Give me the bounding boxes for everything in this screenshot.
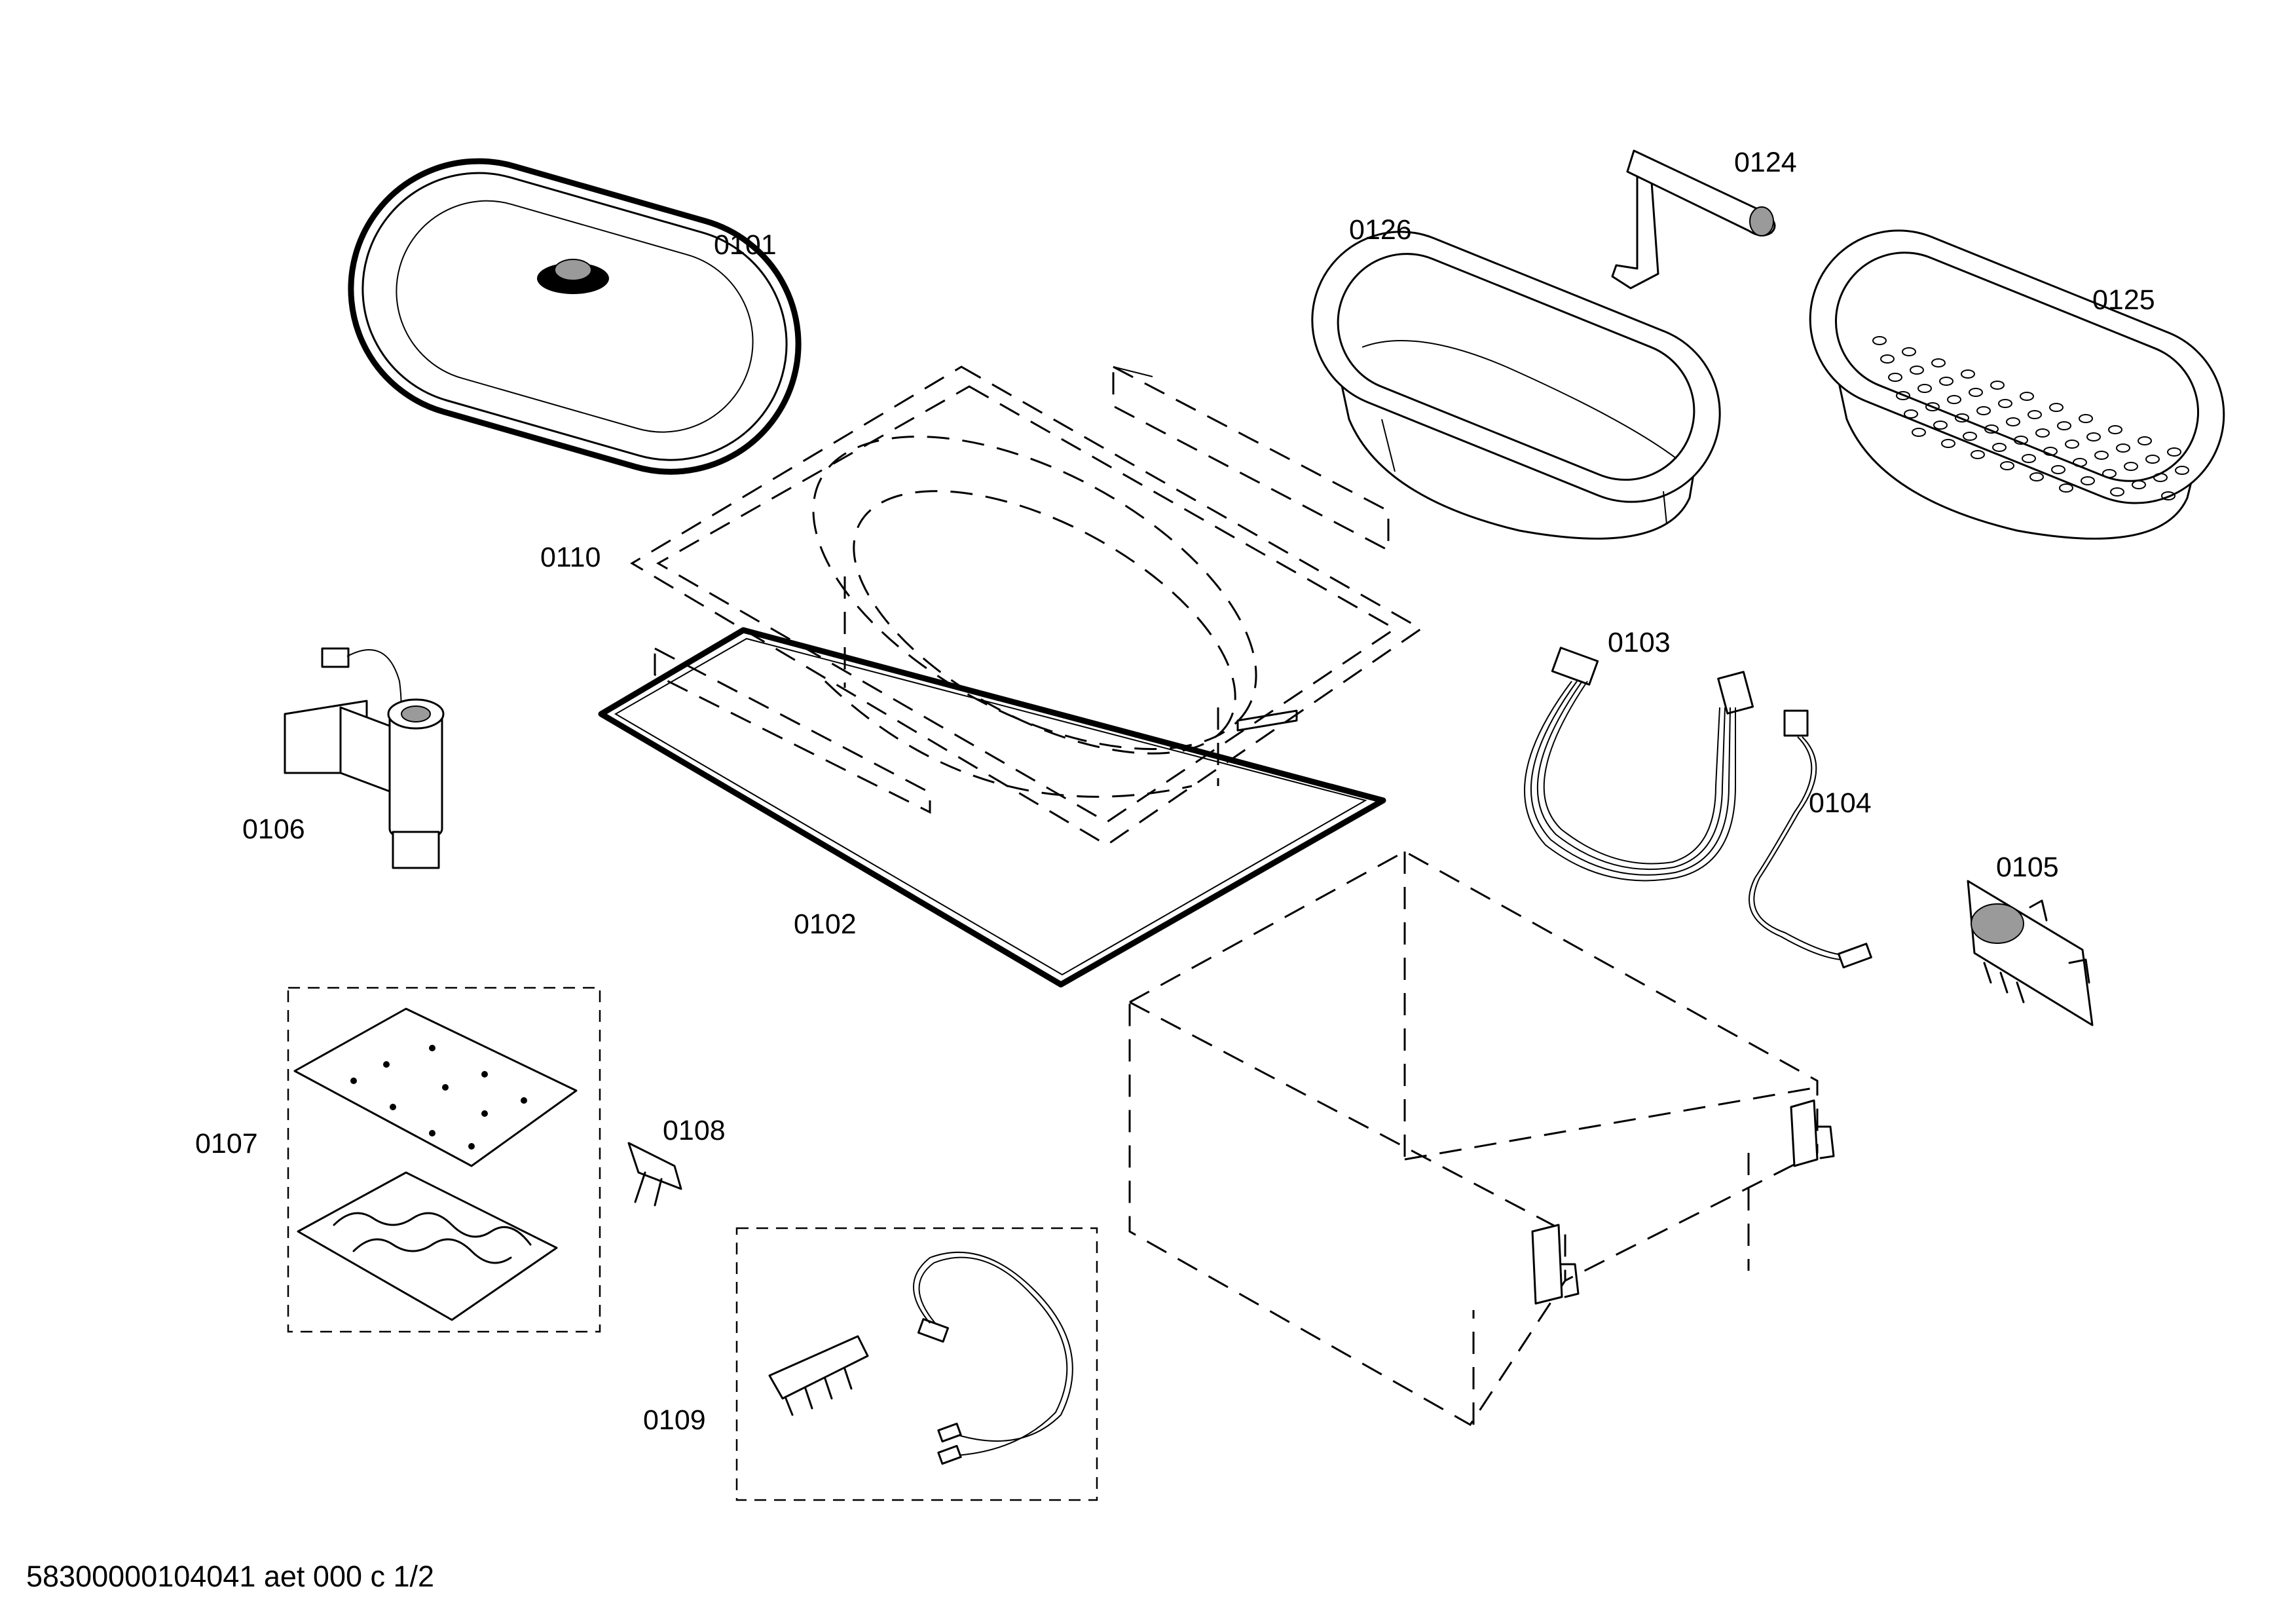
plate-hole	[390, 1104, 396, 1110]
perforation-hole	[1917, 384, 1932, 393]
perforation-hole	[2029, 472, 2044, 481]
plate-hole	[521, 1097, 527, 1104]
perforation-hole	[1896, 391, 1910, 400]
diagram-code: 58300000104041 aet 000 c 1/2	[26, 1560, 434, 1593]
perforation-hole	[1984, 424, 1999, 434]
perforation-hole	[1992, 443, 2007, 452]
perforation-hole	[2102, 469, 2117, 478]
perforation-hole	[2035, 428, 2050, 438]
plate-hole	[481, 1110, 488, 1117]
perforation-hole	[1976, 406, 1991, 415]
perforation-hole	[2065, 440, 2079, 449]
basin-tray-0110[interactable]	[630, 365, 1423, 846]
perforation-hole	[2161, 491, 2176, 500]
perforation-hole	[1969, 388, 1983, 397]
plate-hole	[429, 1045, 435, 1051]
label-0124: 0124	[1734, 147, 1797, 178]
perforation-hole	[1904, 409, 1918, 419]
label-0104: 0104	[1809, 787, 1872, 819]
perforation-hole	[1947, 395, 1961, 404]
perforation-hole	[2059, 483, 2073, 493]
perforation-hole	[1888, 373, 1902, 382]
label-0102: 0102	[794, 909, 857, 940]
perforation-hole	[2000, 461, 2014, 470]
perforation-hole	[2145, 455, 2160, 464]
perforation-hole	[1933, 421, 1948, 430]
label-0107: 0107	[195, 1128, 258, 1159]
lid-0101[interactable]	[321, 131, 829, 502]
label-0110: 0110	[540, 542, 601, 573]
label-0105: 0105	[1996, 852, 2059, 883]
perforation-hole	[1955, 413, 1969, 422]
perforation-hole	[2167, 447, 2181, 457]
perforation-hole	[1990, 381, 2005, 390]
perforation-hole	[1902, 347, 1916, 356]
perforation-hole	[2049, 403, 2064, 412]
perforation-hole	[1941, 439, 1955, 448]
plate-hole	[468, 1143, 475, 1150]
handle-0124[interactable]	[1611, 149, 1776, 290]
perforation-hole	[2108, 425, 2122, 434]
perforation-hole	[1998, 399, 2012, 408]
perforation-hole	[2079, 414, 2093, 423]
perforation-hole	[2094, 451, 2109, 460]
perforation-hole	[2043, 447, 2058, 456]
label-0103: 0103	[1608, 627, 1671, 658]
sensor-set-0109[interactable]	[735, 1227, 1098, 1501]
sensor-cable-0104[interactable]	[1749, 709, 1872, 969]
label-0125: 0125	[2092, 284, 2155, 316]
thermostat-clip-0108[interactable]	[627, 1142, 682, 1207]
cooking-pan-0126[interactable]	[1286, 205, 1747, 540]
perforation-hole	[2006, 417, 2020, 426]
perforation-hole	[1912, 428, 1926, 437]
perforation-hole	[1880, 354, 1895, 364]
perforation-hole	[2124, 462, 2138, 471]
perforation-hole	[1961, 369, 1975, 379]
plate-hole	[481, 1071, 488, 1078]
plate-holes	[350, 1045, 527, 1150]
label-0126: 0126	[1349, 214, 1412, 246]
perforation-holes	[1872, 336, 2189, 500]
label-0108: 0108	[663, 1115, 726, 1146]
housing-frame	[1128, 850, 1835, 1426]
label-0101: 0101	[714, 229, 777, 261]
perforation-hole	[1971, 450, 1985, 459]
label-0109: 0109	[643, 1404, 706, 1436]
circuit-board-0105[interactable]	[1967, 880, 2094, 1026]
perforation-hole	[2051, 465, 2065, 474]
perforation-hole	[2057, 421, 2071, 430]
wire-harness-0103[interactable]	[1524, 647, 1754, 882]
perforation-hole	[2028, 410, 2042, 419]
perforation-hole	[2022, 454, 2036, 463]
perforation-hole	[2153, 473, 2168, 482]
label-0106: 0106	[242, 814, 305, 845]
plate-hole	[429, 1130, 435, 1136]
perforation-hole	[1925, 402, 1940, 411]
perforation-hole	[1872, 336, 1887, 345]
perforation-hole	[2073, 458, 2087, 467]
perforation-hole	[2132, 480, 2146, 489]
perforated-insert-0125[interactable]	[1783, 204, 2250, 540]
perforation-hole	[2175, 466, 2189, 475]
perforation-hole	[2020, 392, 2034, 401]
plate-hole	[442, 1084, 449, 1091]
perforation-hole	[1939, 377, 1953, 386]
perforation-hole	[2014, 436, 2028, 445]
heating-element-set-0107[interactable]	[287, 986, 601, 1333]
perforation-hole	[2110, 487, 2124, 497]
solenoid-valve-0106[interactable]	[284, 647, 445, 869]
plate-hole	[383, 1061, 390, 1068]
perforation-hole	[1931, 358, 1946, 367]
perforation-hole	[2138, 436, 2152, 445]
plate-hole	[350, 1078, 357, 1084]
perforation-hole	[1963, 432, 1977, 441]
perforation-hole	[2086, 432, 2101, 441]
perforation-hole	[2116, 443, 2130, 453]
perforation-hole	[1910, 366, 1924, 375]
perforation-hole	[2081, 476, 2095, 485]
gasket-0102[interactable]	[598, 627, 1386, 988]
